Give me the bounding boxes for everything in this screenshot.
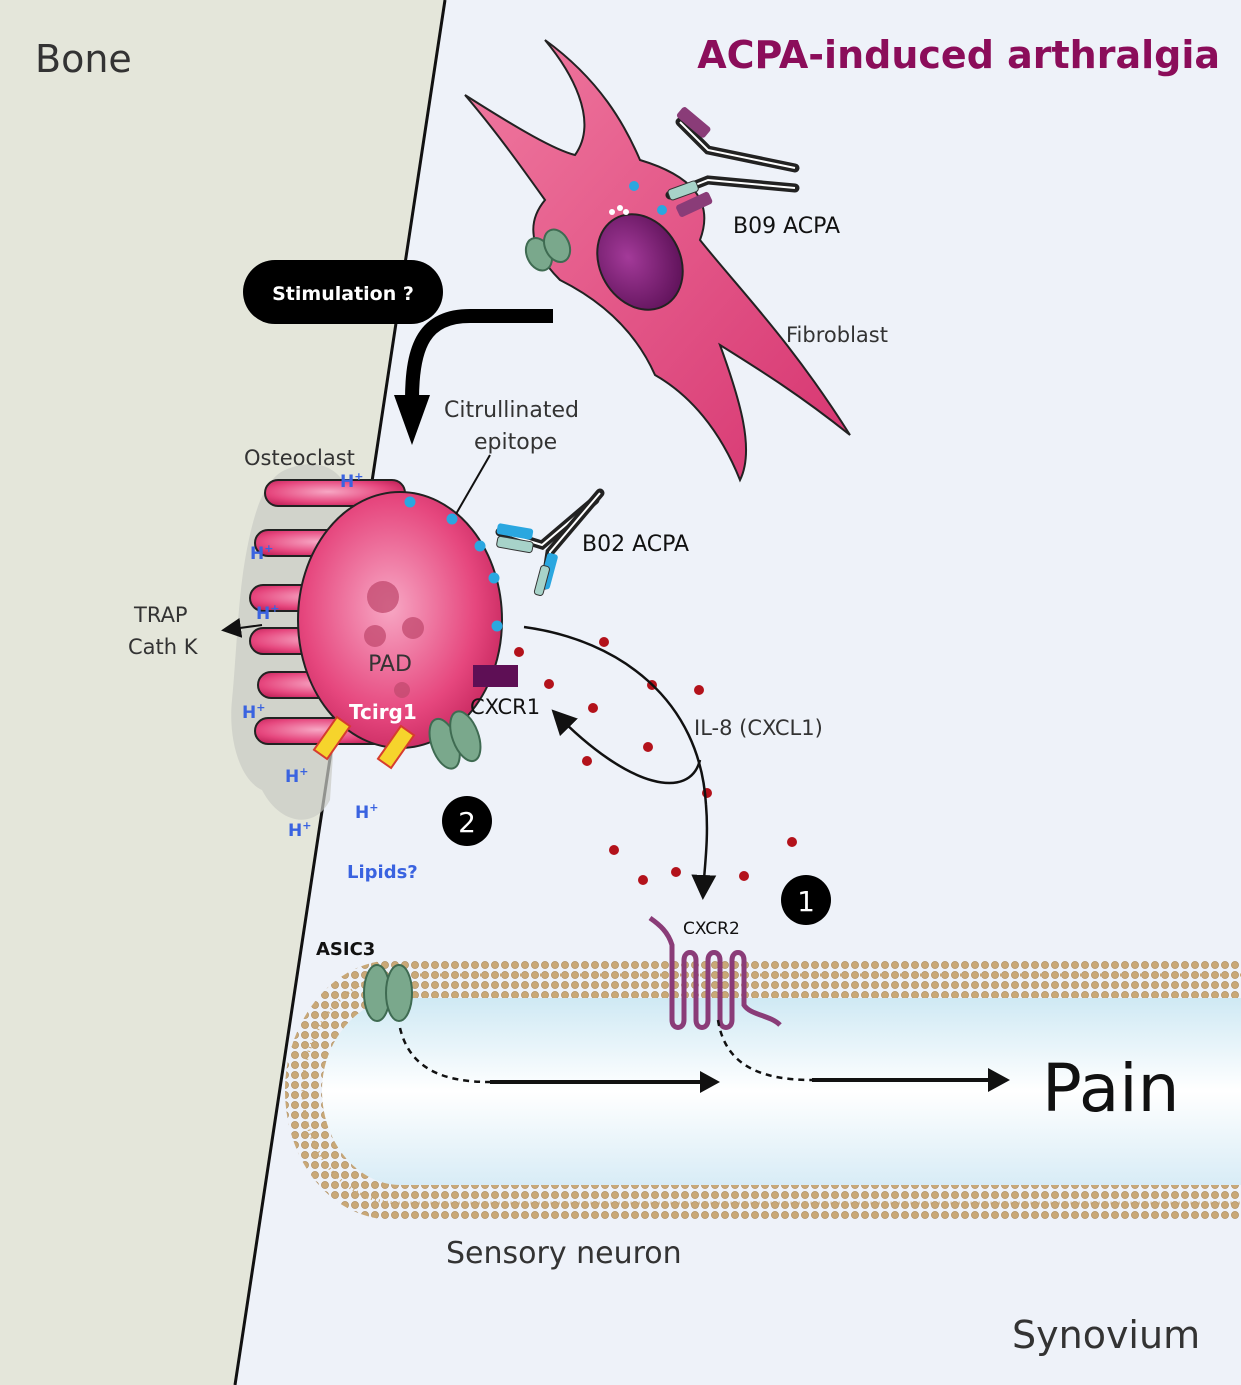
lipids-label: Lipids?: [347, 862, 418, 883]
cxcr2-label: CXCR2: [683, 919, 740, 939]
asic3-label: ASIC3: [316, 939, 375, 960]
b09-acpa-label: B09 ACPA: [733, 214, 840, 239]
osteoclast-label: Osteoclast: [244, 446, 355, 470]
stimulation-label: Stimulation ?: [272, 283, 414, 305]
il8-label: IL-8 (CXCL1): [694, 716, 823, 740]
fibroblast-label: Fibroblast: [786, 323, 888, 347]
fibroblast-epitope: [657, 205, 667, 215]
epitope-label-line2: epitope: [474, 430, 557, 455]
bone-label: Bone: [35, 37, 132, 81]
pain-label: Pain: [1042, 1050, 1179, 1127]
cxcr1-label: CXCR1: [470, 695, 540, 719]
epitope-label-line1: Citrullinated: [444, 398, 579, 423]
sensory-neuron-label: Sensory neuron: [446, 1236, 682, 1271]
cathk-label: Cath K: [128, 635, 199, 659]
b02-acpa-label: B02 ACPA: [582, 532, 689, 557]
pad-label: PAD: [368, 652, 412, 677]
figure-title: ACPA-induced arthralgia: [697, 33, 1220, 77]
trap-label: TRAP: [133, 603, 188, 627]
pathway-marker-2-label: 2: [458, 806, 476, 839]
cxcr1-receptor: [473, 665, 518, 687]
tcirg1-label: Tcirg1: [349, 700, 417, 724]
synovium-label: Synovium: [1012, 1313, 1200, 1357]
fibroblast-epitope: [629, 181, 639, 191]
pathway-marker-1-label: 1: [797, 885, 815, 918]
